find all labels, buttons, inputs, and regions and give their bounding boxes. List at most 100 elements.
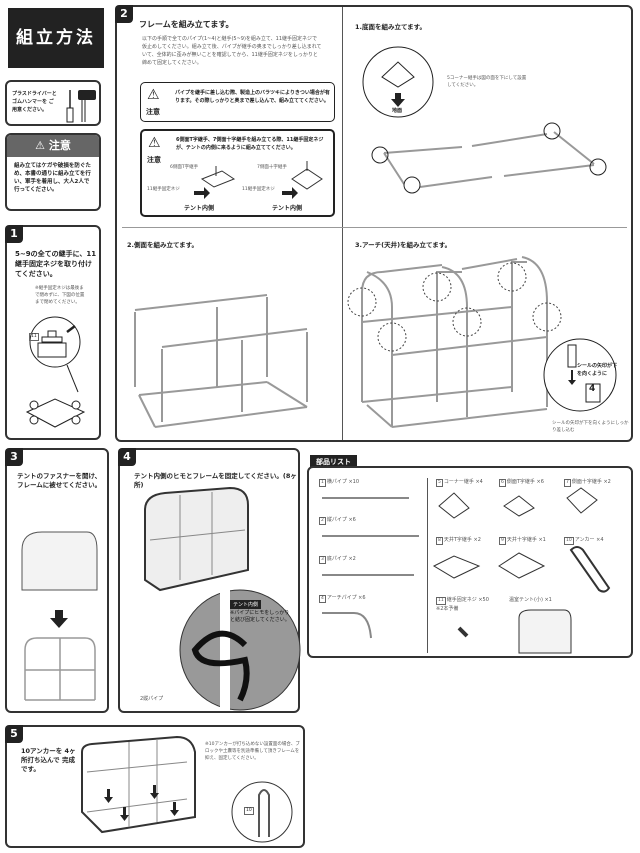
step1-note: ※継手固定ネジは最後まで閉めずに、下図の位置まで閉めてください。 — [35, 286, 85, 305]
part-number: 9 — [499, 537, 506, 545]
part-number: 5 — [436, 479, 443, 487]
divider-vertical — [342, 7, 343, 440]
ground-label: 地面 — [392, 108, 403, 115]
part-item: 温室テント(小) ×1 — [509, 596, 552, 604]
step4-title: テント内側のヒモとフレームを固定してください。(8ヶ所) — [134, 472, 297, 489]
sub2-title: 2.側面を組み立てます。 — [127, 241, 199, 249]
tent-cover-illustration — [21, 531, 98, 701]
side-frame-diagram — [134, 294, 308, 428]
pipe-label: 2縦パイプ — [140, 696, 164, 702]
part-label: 継手固定ネジ ×50 ※2本予備 — [436, 597, 489, 612]
step3-title: テントのファスナーを開け、フレームに被せてください。 — [17, 472, 102, 489]
step4-box: 4 テント内側のヒモとフレームを固定してください。(8ヶ所) テント内側 ※パイ… — [118, 448, 301, 713]
part-number: 10 — [564, 537, 574, 545]
step-number: 1 — [5, 225, 23, 243]
part-label: コーナー継手 ×4 — [443, 479, 483, 485]
part-label: 縦パイプ ×6 — [326, 517, 356, 523]
part-number: 11 — [436, 597, 446, 605]
part-label: 横パイプ ×10 — [326, 479, 360, 485]
note1-text: パイプを継手に差し込む際、製造上のバラツキによりきつい場合が有ります。その際しっ… — [175, 90, 330, 104]
part-number: 2 — [319, 517, 326, 525]
tools-box: プラスドライバーと ゴムハンマーを ご用意ください。 — [5, 80, 101, 126]
step-number: 4 — [118, 448, 136, 466]
part-label: 温室テント(小) ×1 — [509, 597, 552, 603]
step1-box: 1 5~9の全ての継手に、11 継手固定ネジを取り付けてください。 ※継手固定ネ… — [5, 225, 101, 440]
tie-string-illustration — [144, 486, 301, 711]
warning-icon: ⚠ — [147, 87, 160, 103]
tools-text: プラスドライバーと ゴムハンマーを ご用意ください。 — [12, 91, 57, 113]
warning-icon: ⚠ — [148, 135, 161, 151]
inside-tag: テント内側 — [230, 600, 262, 609]
screwdriver-hammer-icon — [66, 90, 96, 123]
screw-label: 11 — [29, 333, 39, 341]
part-label: 底パイプ ×2 — [326, 556, 356, 562]
step5-box: 5 10アンカーを 4ヶ所打ち込んで 完成です。 ※10アンカーが打ち込めない設… — [5, 725, 305, 848]
sub3-title: 3.アーチ(天井)を組み立てます。 — [355, 241, 452, 249]
joint-screw-illustration — [25, 316, 86, 428]
part-number: 7 — [564, 479, 571, 487]
step2-box: 2 フレームを組み立てます。 以下の手順で全てのパイプ(1~4)と継手(5~9)… — [115, 5, 633, 442]
step4-note: ※パイプにヒモをしっかりと結び固定してください。 — [230, 610, 290, 623]
joint-illustrations — [194, 161, 323, 199]
parts-divider — [427, 478, 428, 653]
warning-icon: ⚠ — [35, 139, 49, 152]
seal-number: 4 — [589, 384, 596, 394]
part-number: 1 — [319, 479, 326, 487]
sub1-note: 5コーナー継手は図の面を下にして設置してください。 — [447, 76, 527, 88]
joint-a-label: 6側面T字継手 — [170, 165, 199, 170]
step3-box: 3 テントのファスナーを開け、フレームに被せてください。 — [5, 448, 109, 713]
part-number: 4 — [319, 595, 326, 603]
anchor-label: 10 — [244, 807, 254, 815]
screw-a-label: 11継手固定ネジ — [147, 187, 180, 192]
sub1-title: 1.底面を組み立てます。 — [355, 23, 427, 31]
note1-label: 注意 — [146, 108, 160, 116]
note2-label: 注意 — [147, 156, 161, 164]
note2-box: ⚠ 注意 6側面T字継手、7側面十字継手を組み立てる際、11継手固定ネジが、テン… — [140, 129, 335, 217]
part-number: 6 — [499, 479, 506, 487]
screw-b-label: 11継手固定ネジ — [242, 187, 275, 192]
base-frame-diagram — [362, 46, 607, 194]
page-title: 組立方法 — [8, 8, 104, 68]
parts-header: 部品リスト — [310, 455, 357, 469]
step-number: 3 — [5, 448, 23, 466]
sub3-note: シールの矢印が下を向くようにしっかり差し込む — [552, 421, 629, 433]
anchor-illustration — [81, 735, 293, 843]
step1-title: 5~9の全ての継手に、11 継手固定ネジを取り付けてください。 — [15, 250, 97, 278]
part-label: アーチパイプ ×6 — [326, 595, 366, 601]
inside-a-label: テント内側 — [184, 205, 215, 212]
step2-title: フレームを組み立てます。 — [139, 20, 234, 29]
seal-callout: シールの矢印が下を向くように — [577, 363, 618, 377]
note2-text: 6側面T字継手、7側面十字継手を組み立てる際、11継手固定ネジが、テントの内側に… — [176, 137, 324, 151]
part-label: 天井T字継手 ×2 — [443, 537, 481, 543]
step2-intro: 以下の手順で全てのパイプ(1~4)と継手(5~9)を組み立て、11継手固定ネジで… — [142, 36, 322, 66]
joint-b-label: 7側面十字継手 — [257, 165, 287, 170]
step-number: 2 — [115, 5, 133, 23]
step5-title: 10アンカーを 4ヶ所打ち込んで 完成です。 — [21, 747, 76, 773]
note1-box: ⚠ 注意 パイプを継手に差し込む際、製造上のバラツキによりきつい場合が有ります。… — [140, 82, 335, 122]
part-number: 8 — [436, 537, 443, 545]
step-number: 5 — [5, 725, 23, 743]
divider-horizontal — [122, 227, 627, 228]
inside-b-label: テント内側 — [272, 205, 303, 212]
caution-text: 組み立てはケガや破損を防ぐため、本書の通りに組み立てを行い、軍手を着用し、大人2… — [14, 163, 91, 193]
arch-frame-diagram — [347, 256, 617, 428]
step5-note: ※10アンカーが打ち込めない設置面の場合、ブロックや土嚢等を別途準備して頂きフレ… — [205, 742, 300, 761]
part-label: 側面T字継手 ×6 — [506, 479, 544, 485]
part-label: 側面十字継手 ×2 — [571, 479, 611, 485]
parts-illustrations — [322, 487, 611, 654]
caution-box: ⚠ 注意 組み立てはケガや破損を防ぐため、本書の通りに組み立てを行い、軍手を着用… — [5, 133, 101, 211]
part-label: 天井十字継手 ×1 — [506, 537, 546, 543]
caution-header: ⚠ 注意 — [7, 135, 99, 157]
part-number: 3 — [319, 556, 326, 564]
